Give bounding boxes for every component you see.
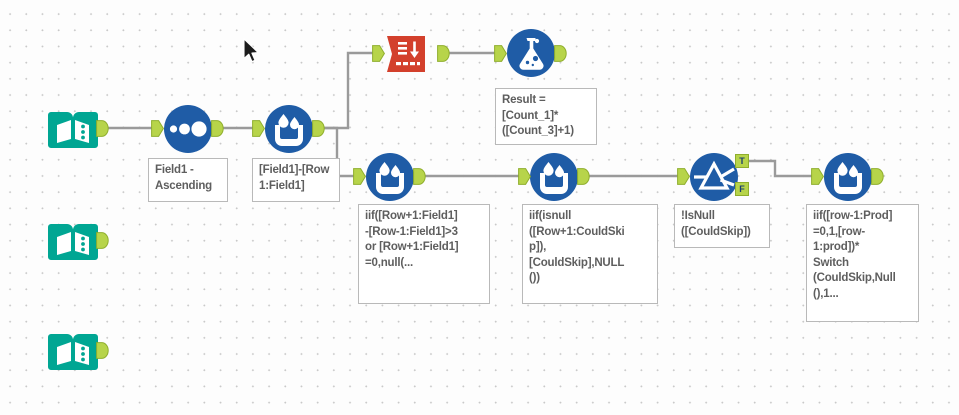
multi-row-formula-icon [263,103,315,155]
sort-dots-icon [162,103,214,155]
book-icon [47,325,99,377]
tool-input-1[interactable] [47,103,99,155]
tool-filter-1[interactable] [688,151,740,203]
anno-mrf-3[interactable]: iif(isnull ([Row+1:CouldSki p]), [CouldS… [522,204,658,304]
port-sort-1-out[interactable] [211,120,224,137]
port-input-1-out[interactable] [96,120,109,137]
port-mrf-1-in[interactable] [252,120,265,137]
port-input-2-out[interactable] [96,232,109,249]
flask-icon [505,27,557,79]
filter-true-label[interactable]: T [735,154,749,168]
port-sort-1-in[interactable] [151,120,164,137]
anno-mrf-4[interactable]: iif([row-1:Prod] =0,1,[row- 1:prod])* Sw… [806,204,919,322]
tool-mrf-3[interactable] [528,151,580,203]
port-formula-1-in[interactable] [494,45,507,62]
multi-row-formula-icon [364,151,416,203]
port-input-3-out[interactable] [96,342,109,359]
tool-input-3[interactable] [47,325,99,377]
anno-sort[interactable]: Field1 - Ascending [148,158,228,202]
connection-wire[interactable] [749,159,812,178]
port-summarize-1-out[interactable] [437,45,450,62]
port-mrf-3-out[interactable] [577,168,590,185]
summarize-icon [381,27,433,79]
port-formula-1-out[interactable] [554,45,567,62]
port-mrf-1-out[interactable] [312,120,325,137]
tool-formula-1[interactable] [505,27,557,79]
multi-row-formula-icon [528,151,580,203]
tool-mrf-2[interactable] [364,151,416,203]
anno-mrf-1[interactable]: [Field1]-[Row 1:Field1] [252,158,340,202]
port-summarize-1-in[interactable] [372,45,385,62]
anno-formula-1[interactable]: Result = [Count_1]* ([Count_3]+1) [495,88,597,145]
filter-false-label[interactable]: F [735,182,749,196]
tool-mrf-1[interactable] [263,103,315,155]
anno-mrf-2[interactable]: iif([Row+1:Field1] -[Row-1:Field1]>3 or … [358,204,490,304]
filter-icon [688,151,740,203]
book-icon [47,215,99,267]
tool-summarize-1[interactable] [381,27,433,79]
tool-sort-1[interactable] [162,103,214,155]
connection-wire[interactable] [323,51,373,130]
port-mrf-4-out[interactable] [871,168,884,185]
port-mrf-2-in[interactable] [353,168,366,185]
tool-input-2[interactable] [47,215,99,267]
mouse-pointer-icon [243,38,259,63]
port-mrf-3-in[interactable] [518,168,531,185]
port-mrf-2-out[interactable] [413,168,426,185]
multi-row-formula-icon [822,151,874,203]
anno-filter-1[interactable]: !IsNull ([CouldSkip]) [674,204,770,248]
tool-mrf-4[interactable] [822,151,874,203]
port-mrf-4-in[interactable] [811,168,824,185]
port-filter-1-in[interactable] [677,168,690,185]
book-icon [47,103,99,155]
